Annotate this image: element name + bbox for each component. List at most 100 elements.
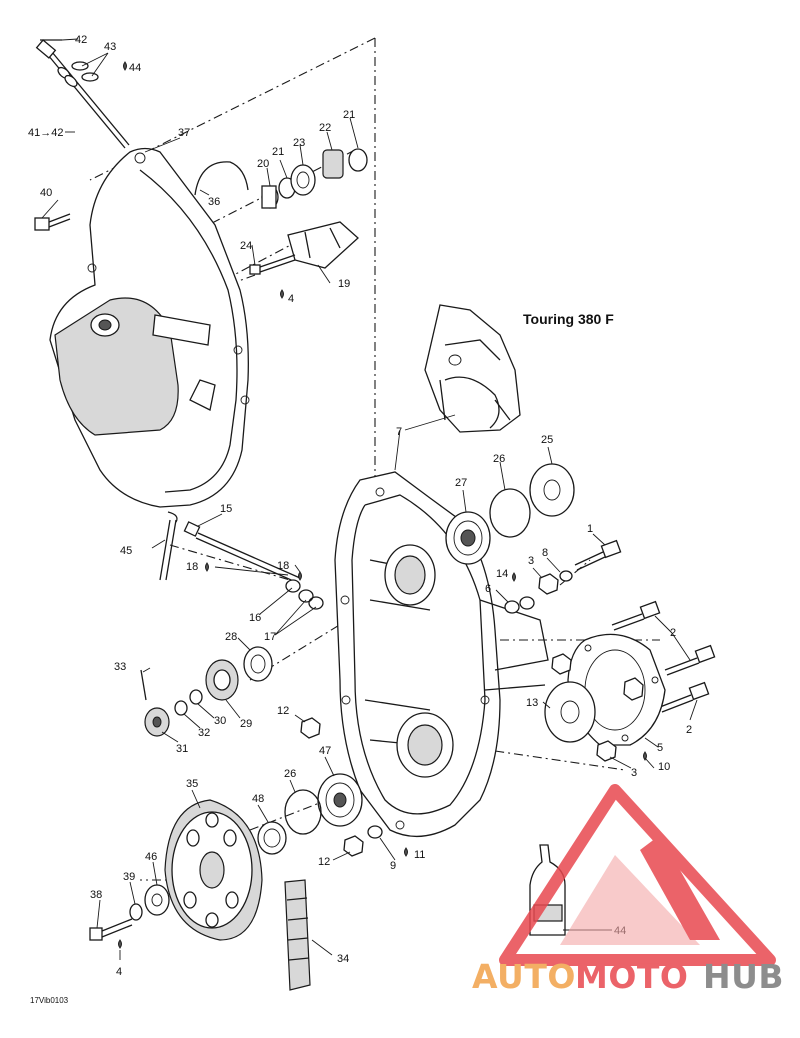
circlip-lower [284, 789, 322, 835]
label-part-12-lower: 12 [318, 856, 330, 868]
label-part-7: 7 [396, 426, 402, 438]
nut-washer-group-upper [504, 570, 573, 614]
label-part-2-lower: 2 [686, 724, 692, 736]
cover-bolt [34, 213, 71, 231]
label-part-27: 27 [455, 477, 467, 489]
label-part-31: 31 [176, 743, 188, 755]
upper-bearing-stack [261, 148, 368, 209]
label-part-21-a: 21 [272, 146, 284, 158]
bearing-27 [445, 511, 491, 565]
label-part-34: 34 [337, 953, 349, 965]
label-part-41: 41→42 [28, 127, 63, 139]
label-part-4-upper: 4 [288, 293, 294, 305]
watermark-triangle-outer [499, 784, 776, 966]
label-part-18-right: 18 [277, 560, 289, 572]
label-part-33: 33 [114, 661, 126, 673]
watermark-g-mark [640, 835, 720, 940]
watermark-text-moto: MOTO [575, 957, 688, 996]
label-part-17: 17 [264, 631, 276, 643]
washers-30-32 [174, 689, 203, 716]
label-part-38: 38 [90, 889, 102, 901]
bracket [287, 221, 359, 269]
watermark-text-hub: HUB [703, 957, 784, 996]
bolt-38 [89, 918, 133, 941]
label-part-21-b: 21 [343, 109, 355, 121]
label-part-45: 45 [120, 545, 132, 557]
label-part-47: 47 [319, 745, 331, 757]
label-part-30: 30 [214, 715, 226, 727]
bearing-47 [317, 773, 363, 827]
nuts-12 [300, 717, 383, 857]
spacer-48 [257, 821, 287, 855]
label-part-8: 8 [542, 547, 548, 559]
watermark-triangle-inner [560, 855, 700, 945]
nut-lower [551, 653, 617, 762]
label-part-42-top: 42 [75, 34, 87, 46]
watermark-logo: AUTO MOTO HUB [472, 784, 784, 996]
label-part-3-lower: 3 [631, 767, 637, 779]
label-part-46: 46 [145, 851, 157, 863]
label-part-14: 14 [496, 568, 508, 580]
seal-25 [529, 463, 575, 517]
leader-lines [41, 38, 698, 960]
sprocket-29 [205, 659, 239, 701]
label-part-9: 9 [390, 860, 396, 872]
label-part-12-upper: 12 [277, 705, 289, 717]
long-bolt-15 [183, 521, 301, 584]
label-part-48: 48 [252, 793, 264, 805]
label-part-43: 43 [104, 41, 116, 53]
label-part-10: 10 [658, 761, 670, 773]
label-part-2-upper: 2 [670, 627, 676, 639]
variant-label: Touring 380 F [523, 311, 614, 327]
label-part-32: 32 [198, 727, 210, 739]
bolts-2 [611, 600, 716, 713]
spacer-28 [243, 646, 273, 682]
touring-variant-inset [424, 304, 521, 433]
label-part-20: 20 [257, 158, 269, 170]
small-gear-31 [144, 707, 170, 737]
cotter-pin [159, 511, 178, 581]
label-part-23: 23 [293, 137, 305, 149]
label-part-16: 16 [249, 612, 261, 624]
label-part-18-left: 18 [186, 561, 198, 573]
cover-long-bolt [35, 39, 130, 149]
label-part-13: 13 [526, 697, 538, 709]
label-part-11: 11 [414, 849, 425, 861]
label-part-39: 39 [123, 871, 135, 883]
seal-13 [544, 681, 596, 743]
washer-39 [129, 903, 143, 921]
drive-chain [284, 879, 311, 991]
watermark-text-auto: AUTO [472, 957, 576, 996]
drawing-code: 17Vib0103 [30, 996, 69, 1005]
label-part-24: 24 [240, 240, 252, 252]
label-part-29: 29 [240, 718, 252, 730]
part-labels: 42 43 44 41→42 37 40 36 20 21 23 22 21 2… [28, 34, 692, 1005]
bolt-1 [574, 539, 622, 571]
wire-clip [194, 161, 249, 196]
pin-33 [140, 669, 147, 701]
chaincase-housing [334, 471, 549, 838]
label-part-1: 1 [587, 523, 593, 535]
label-part-15: 15 [220, 503, 232, 515]
washers-16-17 [285, 579, 324, 610]
label-part-28: 28 [225, 631, 237, 643]
label-part-5: 5 [657, 742, 663, 754]
label-part-22: 22 [319, 122, 331, 134]
label-part-26-upper: 26 [493, 453, 505, 465]
drive-cover [49, 147, 250, 508]
label-part-25: 25 [541, 434, 553, 446]
label-part-3-upper: 3 [528, 555, 534, 567]
label-part-6: 6 [485, 583, 491, 595]
bracket-screw [249, 254, 296, 275]
circlip-upper [489, 488, 531, 538]
large-gear-35 [164, 799, 263, 941]
o-rings [71, 61, 99, 82]
thread-locker-drops [118, 61, 647, 949]
label-part-37: 37 [178, 127, 190, 139]
label-part-4-lower: 4 [116, 966, 122, 978]
label-part-19: 19 [338, 278, 350, 290]
label-part-44-top: 44 [129, 62, 141, 74]
label-part-36: 36 [208, 196, 220, 208]
label-part-40: 40 [40, 187, 52, 199]
